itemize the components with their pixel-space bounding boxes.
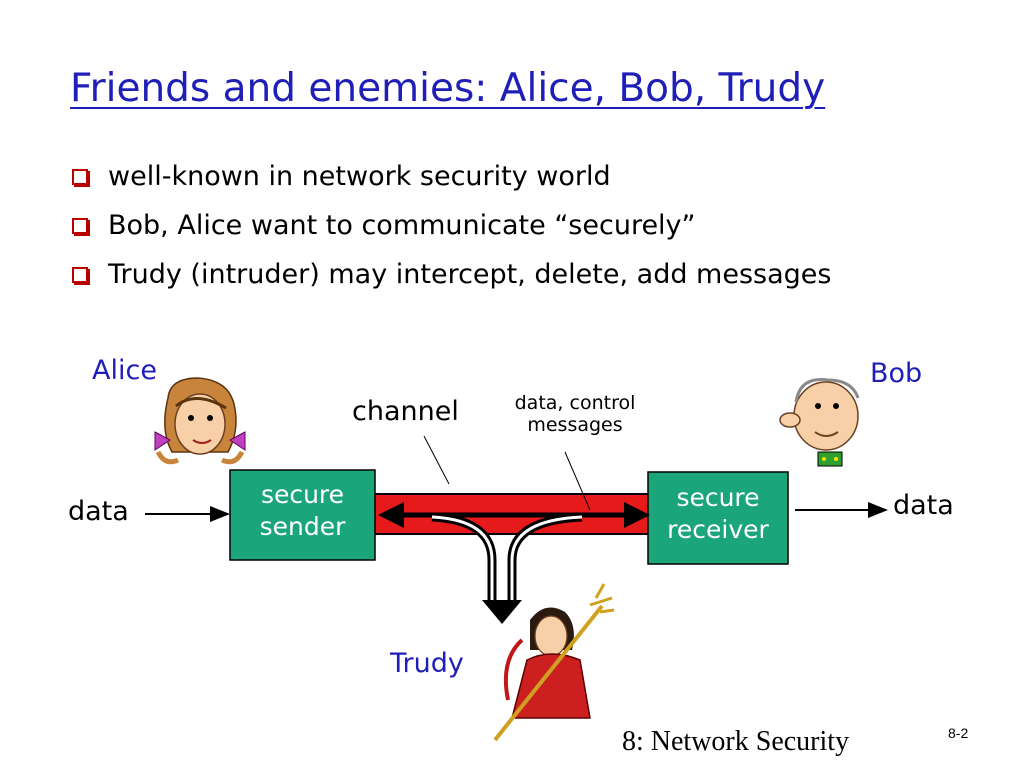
- data-out-label: data: [893, 490, 954, 521]
- bullet-square-icon: [72, 217, 88, 234]
- bob-icon: [779, 377, 860, 467]
- messages-label: data, control messages: [500, 392, 650, 436]
- bullet-text: Trudy (intruder) may intercept, delete, …: [108, 258, 832, 290]
- channel-pointer-line: [423, 435, 450, 485]
- footer-title: 8: Network Security: [622, 726, 850, 757]
- bullet-square-icon: [72, 266, 88, 283]
- receiver-line1: secure: [676, 483, 760, 512]
- messages-pointer-line: [564, 451, 591, 511]
- messages-label-line2: messages: [527, 414, 623, 436]
- data-in-label: data: [68, 496, 129, 527]
- bullet-item: Bob, Alice want to communicate “securely…: [72, 201, 831, 250]
- bullet-item: well-known in network security world: [72, 152, 831, 201]
- secure-sender-box: [229, 469, 376, 561]
- bullet-text: well-known in network security world: [108, 160, 611, 192]
- bob-label: Bob: [870, 358, 923, 389]
- secure-sender-text: secure sender: [230, 479, 375, 543]
- page-number: 8-2: [948, 725, 969, 741]
- bullet-text: Bob, Alice want to communicate “securely…: [108, 209, 696, 241]
- bullet-square-icon: [72, 168, 88, 185]
- bullet-item: Trudy (intruder) may intercept, delete, …: [72, 250, 831, 299]
- intercept-arrows: [431, 512, 583, 624]
- sender-line1: secure: [260, 480, 345, 509]
- messages-label-line1: data, control: [514, 392, 636, 414]
- bullet-list: well-known in network security world Bob…: [72, 152, 831, 299]
- channel-label: channel: [352, 396, 459, 427]
- slide-title: Friends and enemies: Alice, Bob, Trudy: [70, 66, 826, 111]
- receiver-line2: receiver: [667, 515, 769, 544]
- secure-receiver-text: secure receiver: [648, 482, 788, 546]
- alice-icon: [154, 377, 246, 465]
- sender-line2: sender: [259, 512, 346, 541]
- secure-receiver-box: [647, 471, 789, 565]
- alice-label: Alice: [92, 355, 157, 386]
- trudy-icon: [493, 583, 615, 742]
- trudy-label: Trudy: [390, 648, 464, 679]
